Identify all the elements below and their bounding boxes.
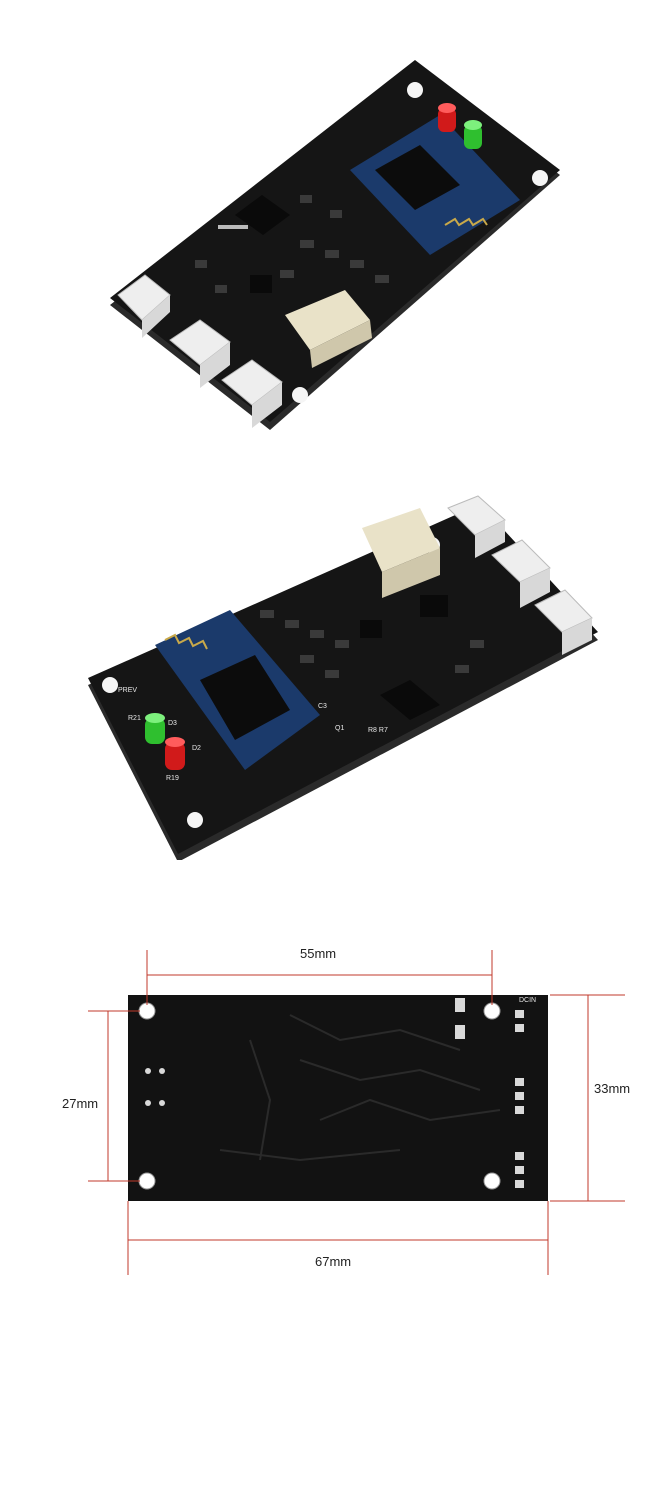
led-green xyxy=(464,120,482,149)
silkscreen-prev: PREV xyxy=(118,687,137,694)
silkscreen-c3: C3 xyxy=(318,703,327,710)
led-red xyxy=(165,737,185,770)
dim-55mm-label: 55mm xyxy=(300,946,336,961)
mounting-hole xyxy=(292,387,308,403)
dim-67mm-label: 67mm xyxy=(315,1254,351,1269)
silkscreen-q1: Q1 xyxy=(335,725,344,732)
bluetooth-module xyxy=(350,115,520,255)
led-red xyxy=(438,103,456,132)
board-photo-middle: PREV R21 D3 D2 R19 C3 Q1 R8 R7 xyxy=(88,495,598,860)
mounting-hole xyxy=(187,812,203,828)
mounting-hole xyxy=(138,1002,156,1020)
mounting-hole xyxy=(483,1002,501,1020)
dcin-label: DCIN xyxy=(519,997,536,1004)
connector-3 xyxy=(221,359,283,428)
dim-27mm-label: 27mm xyxy=(62,1096,98,1111)
voltage-regulator xyxy=(380,680,440,720)
connector-2 xyxy=(169,319,231,388)
pcb-board-back xyxy=(128,995,548,1201)
mounting-hole xyxy=(407,82,423,98)
silkscreen-r19: R19 xyxy=(166,775,179,782)
silkscreen-r21: R21 xyxy=(128,715,141,722)
pcb-board xyxy=(88,504,598,860)
connector-1 xyxy=(447,495,506,558)
led-green xyxy=(145,713,165,744)
silkscreen-r8r7: R8 R7 xyxy=(368,727,388,734)
mounting-hole xyxy=(138,1172,156,1190)
bluetooth-module xyxy=(155,610,320,770)
solder-pads xyxy=(145,998,524,1188)
relay xyxy=(285,290,372,368)
silkscreen-d2: D2 xyxy=(192,745,201,752)
dim-33mm-label: 33mm xyxy=(594,1081,630,1096)
smd-components xyxy=(260,595,484,678)
relay xyxy=(362,508,440,598)
silkscreen-d3: D3 xyxy=(168,720,177,727)
voltage-regulator xyxy=(218,195,290,235)
connector-3 xyxy=(534,589,593,655)
dimension-lines xyxy=(88,950,625,1275)
mounting-hole xyxy=(532,170,548,186)
connector-1 xyxy=(117,274,171,338)
mounting-hole xyxy=(483,1172,501,1190)
mounting-hole xyxy=(102,677,118,693)
connector-2 xyxy=(491,539,551,608)
smd-components xyxy=(195,195,389,293)
pcb-board xyxy=(110,60,560,430)
dimension-drawing: DCIN 55mm 33mm 27mm 67mm xyxy=(62,946,630,1275)
board-photo-top xyxy=(110,60,560,430)
